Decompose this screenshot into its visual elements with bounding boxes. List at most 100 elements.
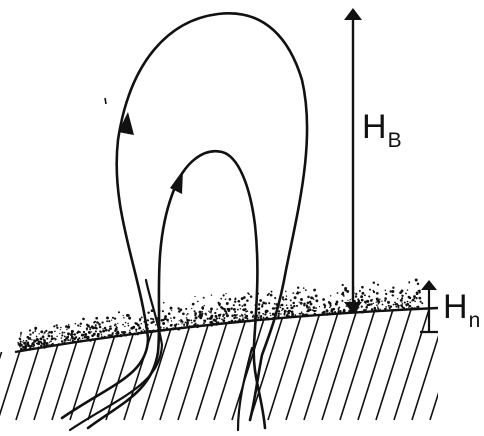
stipple-dot <box>229 298 232 301</box>
stipple-dot <box>372 290 374 292</box>
stipple-dot <box>279 306 281 308</box>
hatch-line <box>34 300 72 420</box>
stipple-dot <box>213 319 214 320</box>
stipple-dot <box>62 332 64 334</box>
stipple-dot <box>82 318 85 321</box>
stipple-dot <box>95 324 97 326</box>
stipple-dot <box>125 322 126 323</box>
stipple-dot <box>31 339 32 340</box>
stipple-dot <box>191 308 192 309</box>
stipple-dot <box>192 303 195 306</box>
stipple-dot <box>225 298 227 300</box>
stipple-dot <box>374 307 375 308</box>
stipple-dot <box>100 332 101 333</box>
stipple-dot <box>274 297 276 299</box>
stipple-dot <box>329 303 331 305</box>
stipple-dot <box>91 327 93 329</box>
stipple-dot <box>73 334 74 335</box>
stipple-dot <box>326 309 329 312</box>
stipple-dot <box>210 316 211 317</box>
hatch-line <box>304 300 342 420</box>
stipple-dot <box>299 313 301 315</box>
stipple-dot <box>342 292 344 294</box>
stipple-dot <box>209 312 210 313</box>
stipple-dot <box>108 329 110 331</box>
stipple-dot <box>284 314 286 316</box>
stipple-dot <box>230 307 232 309</box>
stipple-dot <box>64 335 66 337</box>
stipple-dot <box>259 299 262 302</box>
stipple-dot <box>240 308 242 310</box>
hb-label-main: H <box>362 108 387 146</box>
stipple-dot <box>401 302 402 303</box>
stipple-dot <box>258 303 260 305</box>
stipple-dot <box>210 310 212 312</box>
stipple-dot <box>366 300 369 303</box>
stipple-dot <box>361 286 364 289</box>
stipple-dot <box>173 316 175 318</box>
stipple-dot <box>290 299 292 301</box>
stipple-dot <box>68 335 69 336</box>
stipple-dot <box>32 332 34 334</box>
stipple-dot <box>211 309 213 311</box>
stipple-dot <box>179 320 180 321</box>
stipple-dot <box>377 284 379 286</box>
stipple-dot <box>40 330 43 333</box>
stipple-dot <box>208 311 209 312</box>
stipple-dot <box>270 315 271 316</box>
stipple-dot <box>162 322 165 325</box>
stipple-dot <box>93 334 95 336</box>
stipple-dot <box>262 313 264 315</box>
hatch-line <box>0 300 18 420</box>
stipple-dot <box>336 301 339 304</box>
stipple-dot <box>104 327 107 330</box>
stipple-dot <box>406 305 408 307</box>
stipple-dot <box>400 299 403 302</box>
stipple-dot <box>188 319 190 321</box>
stipple-dot <box>110 325 112 327</box>
stipple-dot <box>285 291 287 293</box>
stipple-dot <box>246 299 249 302</box>
stipple-dot <box>51 337 54 340</box>
stipple-dot <box>177 307 179 309</box>
stipple-dot <box>87 325 90 328</box>
stipple-dot <box>373 282 375 284</box>
stipple-dot <box>397 298 398 299</box>
stipple-dot <box>187 313 189 315</box>
stipple-dot <box>315 310 317 312</box>
stipple-dot <box>365 303 366 304</box>
stipple-dot <box>310 296 313 299</box>
stipple-dot <box>56 336 57 337</box>
stray-tick-mark <box>105 98 106 104</box>
stipple-dot <box>391 290 394 293</box>
stipple-dot <box>39 333 40 334</box>
stipple-dot <box>199 311 202 314</box>
stipple-dot <box>233 308 236 311</box>
stipple-dot <box>191 322 193 324</box>
stipple-dot <box>22 346 23 347</box>
stipple-dot <box>313 306 316 309</box>
stipple-dot <box>195 317 197 319</box>
stipple-dot <box>43 339 46 342</box>
stipple-dot <box>376 292 379 295</box>
stipple-dot <box>201 311 203 313</box>
stipple-dot <box>46 342 49 345</box>
stipple-dot <box>241 314 242 315</box>
stipple-dot <box>226 314 229 317</box>
stipple-dot <box>78 337 80 339</box>
stipple-dot <box>178 323 179 324</box>
stipple-dot <box>123 317 125 319</box>
stipple-dot <box>171 310 172 311</box>
stipple-dot <box>416 292 419 295</box>
stipple-dot <box>274 303 276 305</box>
stipple-dot <box>250 311 253 314</box>
stipple-dot <box>167 321 168 322</box>
stipple-dot <box>95 317 98 320</box>
stipple-dot <box>47 333 48 334</box>
stipple-dot <box>94 321 96 323</box>
hb-label-subscript: B <box>388 129 402 152</box>
stipple-dot <box>237 300 240 303</box>
stipple-dot <box>34 327 37 330</box>
stipple-dot <box>197 301 199 303</box>
stipple-dot <box>72 331 74 333</box>
